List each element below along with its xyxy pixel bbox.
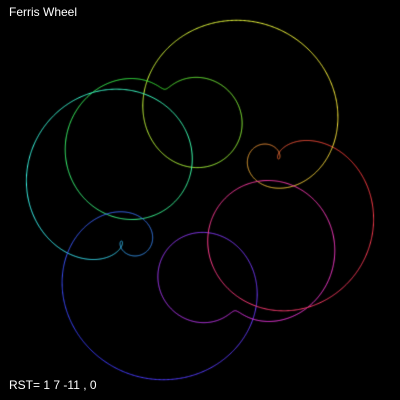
r-value: 1 xyxy=(43,378,51,392)
params-separator: , xyxy=(83,378,87,392)
rst-label: RST= xyxy=(9,378,41,392)
page-title: Ferris Wheel xyxy=(9,5,78,19)
s-value: 7 xyxy=(53,378,61,392)
offset-value: 0 xyxy=(89,378,97,392)
t-value: -11 xyxy=(63,378,80,392)
rst-parameters-readout: RST= 1 7 -11 , 0 xyxy=(9,378,97,392)
